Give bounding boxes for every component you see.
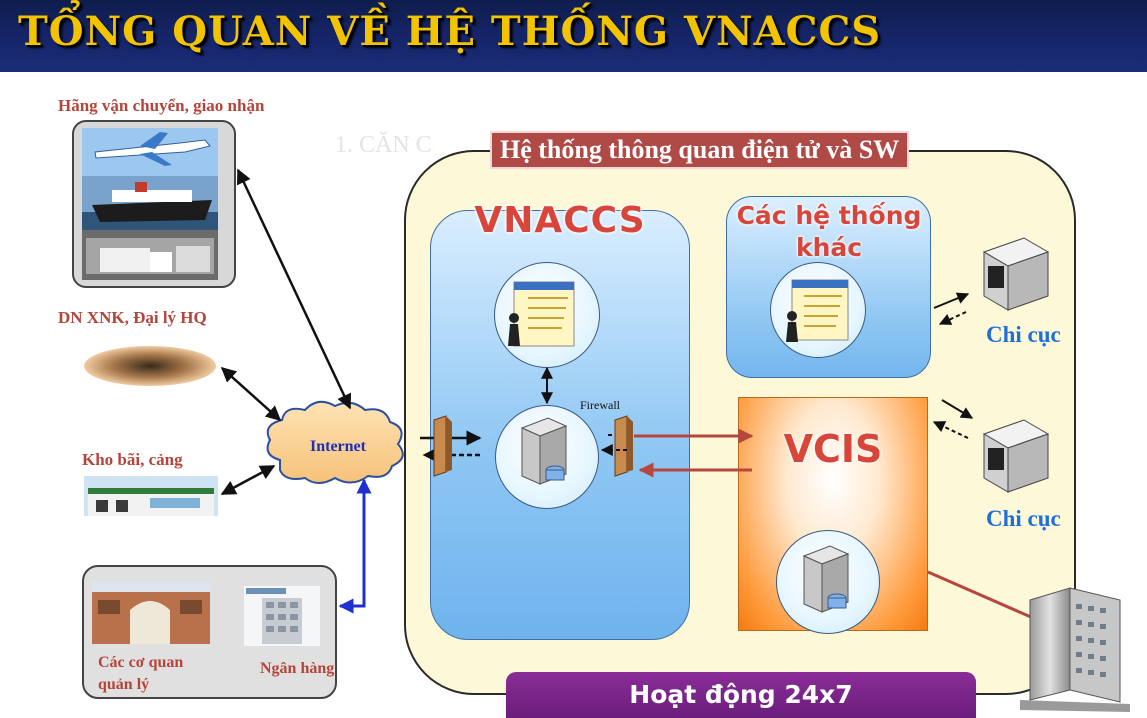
vcis-server-icon	[802, 545, 850, 613]
enterprise-oval	[84, 346, 216, 386]
ship-picture	[82, 176, 218, 230]
airplane-picture	[82, 128, 218, 176]
internet-cloud-icon	[266, 400, 404, 484]
vnaccs-server-icon	[520, 417, 568, 485]
warehouse-internet-arrow	[220, 464, 276, 496]
internet-label: Internet	[310, 438, 366, 455]
branch-label-1: Chi cục	[986, 322, 1061, 347]
branch-building-1-icon	[982, 237, 1050, 311]
warehouse-label: Kho bãi, cảng	[82, 450, 183, 469]
firewall-right-icon	[614, 415, 633, 477]
ghost-text: 1. CĂN C	[335, 132, 432, 158]
firewall-left-icon	[433, 415, 452, 477]
customs-system-label: Hệ thống thông quan điện tử và SW	[490, 131, 910, 169]
other-systems-label-line1: Các hệ thống	[736, 201, 922, 230]
truck-depot-picture	[82, 230, 218, 280]
other-systems-label-line2: khác	[795, 233, 863, 262]
firewall-label: Firewall	[580, 398, 620, 412]
transport-label: Hãng vận chuyển, giao nhận	[58, 96, 265, 115]
vcis-branch-arrow-out	[941, 399, 974, 419]
agencies-label-line2: quản lý	[98, 676, 150, 693]
warehouse-picture	[84, 476, 218, 516]
branch-building-2-icon	[982, 419, 1050, 493]
other-branch-arrow-out	[933, 292, 970, 309]
headquarters-building-icon	[1020, 587, 1130, 712]
transport-internet-arrow	[236, 168, 352, 410]
bank-internet-arrow	[338, 478, 372, 614]
vcis-label: VCIS	[783, 427, 883, 471]
agency-building-picture	[92, 582, 210, 644]
other-systems-label: Các hệ thống khác	[722, 200, 936, 264]
title-bar	[0, 0, 1147, 72]
presentation-board-icon-vnaccs	[508, 281, 575, 347]
vcis-branch-arrow-in	[932, 421, 969, 439]
operation-banner: Hoạt động 24x7	[506, 672, 976, 718]
presentation-board-icon-other	[786, 279, 849, 342]
other-branch-arrow-in	[938, 311, 967, 325]
agencies-label-line1: Các cơ quan	[98, 654, 184, 671]
page-title: TỔNG QUAN VỀ HỆ THỐNG VNACCS	[18, 8, 882, 55]
agencies-label: Các cơ quan quản lý	[98, 652, 183, 696]
bank-label: Ngân hàng	[260, 660, 335, 677]
enterprise-internet-arrow	[220, 366, 282, 422]
enterprise-label: DN XNK, Đại lý HQ	[58, 308, 207, 327]
vnaccs-label: VNACCS	[474, 200, 646, 241]
branch-label-2: Chi cục	[986, 506, 1061, 531]
bank-building-picture	[244, 586, 320, 646]
